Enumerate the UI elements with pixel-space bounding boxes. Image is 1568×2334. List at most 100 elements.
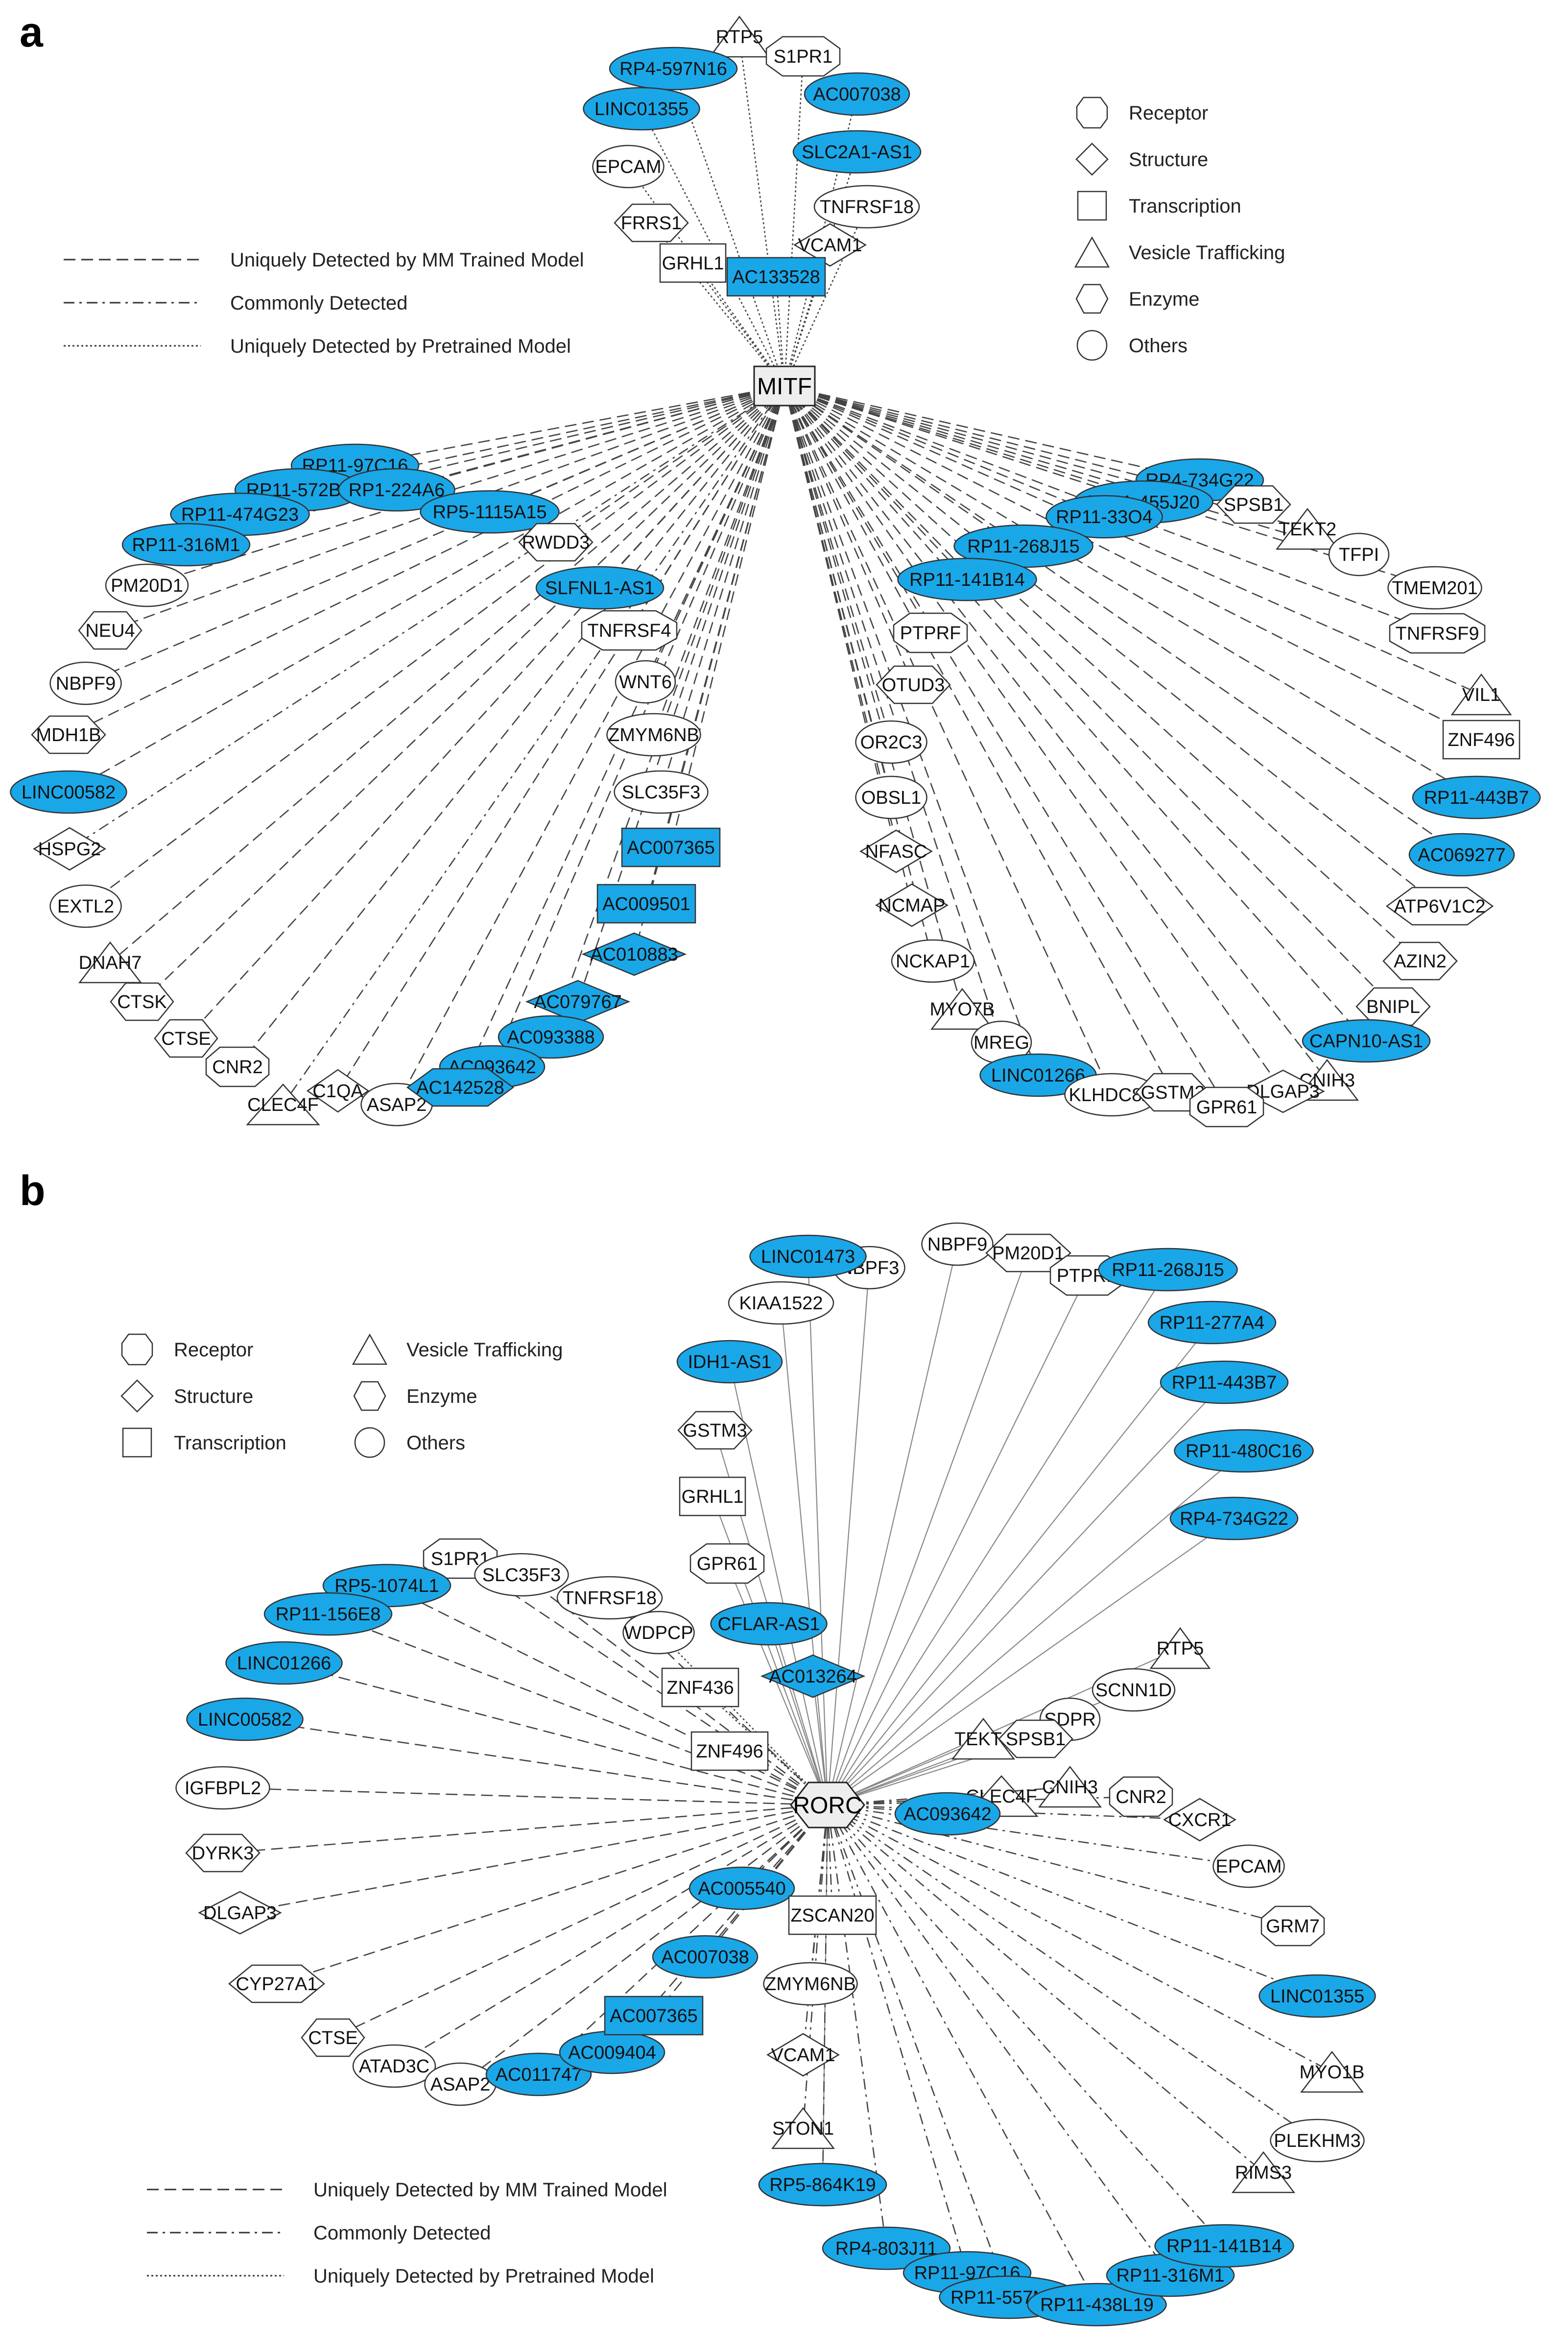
- node-label: RP11-474G23: [181, 505, 299, 525]
- panel-a-node-vcam1: VCAM1: [793, 223, 867, 267]
- node-label: WNT6: [619, 672, 672, 693]
- square-shape: [659, 243, 727, 283]
- panel-b-line-legend: Uniquely Detected by MM Trained ModelCom…: [147, 2179, 667, 2287]
- panel-a-node-gpr61: GPR61: [1189, 1086, 1264, 1128]
- octagon-shape: [581, 610, 678, 651]
- panel-a-edge-rp11-141b14: [784, 385, 968, 580]
- legend-label: Vesicle Trafficking: [1129, 242, 1285, 264]
- panel-a-node-nfasc: NFASC: [859, 829, 933, 873]
- node-label: BNIPL: [1366, 997, 1420, 1017]
- hexagon-shape: [518, 523, 594, 562]
- node-label: AC007038: [813, 84, 901, 105]
- octagon-legend-icon: [121, 1333, 153, 1366]
- node-label: VIL1: [1462, 685, 1500, 705]
- panel-a-node-atp6v1c2: ATP6V1C2: [1385, 887, 1494, 926]
- node-label: LINC00582: [198, 1709, 292, 1730]
- legend-label: Enzyme: [406, 1386, 477, 1407]
- node-label: GPR61: [1196, 1097, 1258, 1118]
- panel-b-node-znf496: ZNF496: [690, 1731, 769, 1771]
- square-shape: [621, 827, 721, 867]
- panel-a-edge-ac010883: [633, 385, 785, 955]
- node-label: FRRS1: [621, 213, 682, 234]
- panel-b-node-rp5-864k19: RP5-864K19: [758, 2163, 887, 2207]
- node-label: RP11-141B14: [1166, 2236, 1282, 2257]
- diamond-legend-icon: [120, 1379, 154, 1413]
- panel-a-node-epcam: EPCAM: [592, 144, 665, 189]
- node-label: TEKT2: [1279, 519, 1336, 540]
- panel-b-legend-transcription: Transcription: [122, 1427, 286, 1458]
- ellipse-shape: [891, 939, 975, 983]
- panel-a-edge-tfpi: [784, 385, 1359, 555]
- panel-b-node-slc35f3: SLC35F3: [474, 1553, 569, 1597]
- legend-label: Vesicle Trafficking: [406, 1339, 563, 1361]
- panel-a-node-rp11-141b14: RP11-141B14: [897, 557, 1037, 602]
- panel-a-node-tekt2: TEKT2: [1275, 507, 1340, 550]
- node-label: WDPCP: [624, 1623, 693, 1643]
- node-label: TFPI: [1339, 545, 1379, 565]
- panel-a-edge-or2c3: [784, 385, 892, 743]
- panel-a-node-ac010883: AC010883: [581, 932, 687, 976]
- panel-a-edge-rp11-268j15: [784, 385, 1024, 547]
- square-shape: [604, 1996, 704, 2036]
- panel-b-legend-structure: Structure: [120, 1379, 253, 1413]
- panel-a-legend-enzyme: Enzyme: [1075, 284, 1200, 314]
- diamond-shape: [766, 2033, 840, 2077]
- hexagon-shape: [406, 1068, 515, 1107]
- panel-a-node-slc2a1-as1: SLC2A1-AS1: [792, 130, 922, 174]
- panel-a-edge-epcam: [627, 166, 785, 386]
- node-label: LINC01266: [237, 1653, 331, 1674]
- square-shape: [1442, 720, 1520, 760]
- node-label: EPCAM: [1215, 1856, 1282, 1877]
- node-label: RP11-277A4: [1160, 1313, 1265, 1333]
- node-label: ATAD3C: [359, 2056, 429, 2077]
- node-label: GRHL1: [682, 1487, 744, 1507]
- panel-b-node-kiaa1522: KIAA1522: [728, 1281, 834, 1325]
- diamond-shape: [33, 827, 106, 871]
- panel-a-edge-clec4f: [282, 385, 785, 1105]
- node-label: RTP5: [1157, 1638, 1204, 1659]
- panel-b-node-ctse: CTSE: [301, 2018, 365, 2057]
- panel-b-node-cyp27a1: CYP27A1: [228, 1964, 325, 2003]
- panel-b-node-ac011747: AC011747: [485, 2052, 592, 2096]
- panel-b-edge-rp11-438l19: [827, 1805, 1098, 2305]
- panel-a-edge-asap2: [396, 385, 785, 1105]
- ellipse-shape: [792, 130, 922, 174]
- panel-b-edge-rp4-734g22: [827, 1518, 1235, 1805]
- node-label: RP5-864K19: [769, 2175, 876, 2195]
- ellipse-shape: [556, 1576, 663, 1620]
- node-label: GPR61: [697, 1554, 758, 1574]
- node-label: AZIN2: [1394, 951, 1447, 972]
- hexagon-legend-icon: [353, 1381, 386, 1411]
- panel-b-node-ac013264: AC013264: [760, 1654, 866, 1698]
- hexagon-shape: [1385, 887, 1494, 926]
- ellipse-shape: [1302, 1019, 1431, 1063]
- ellipse-shape: [175, 1766, 270, 1810]
- panel-a-edge-rp11-97c16: [355, 385, 785, 466]
- panel-b-node-rp11-156e8: RP11-156E8: [263, 1592, 393, 1636]
- diamond-shape: [859, 829, 933, 873]
- legend-label: Transcription: [174, 1432, 286, 1454]
- panel-b-edge-zscan20: [827, 1805, 833, 1916]
- ellipse-shape: [804, 72, 910, 116]
- node-label: CAPN10-AS1: [1309, 1031, 1423, 1052]
- panel-b-node-ac007038: AC007038: [652, 1935, 759, 1979]
- panel-a-node-or2c3: OR2C3: [855, 720, 927, 764]
- panel-b-legend-dashed-line: Uniquely Detected by MM Trained Model: [147, 2179, 667, 2201]
- panel-b-edge-cflar-as1: [768, 1623, 829, 1805]
- legend-label: Commonly Detected: [230, 292, 407, 314]
- node-label: CTSK: [117, 992, 166, 1012]
- panel-a-node-ac007365: AC007365: [621, 827, 721, 867]
- ellipse-shape: [710, 1602, 828, 1646]
- node-label: TNFRSF4: [588, 621, 671, 641]
- node-label: SLC35F3: [482, 1565, 561, 1586]
- panel-b-node-rp11-438l19: RP11-438L19: [1027, 2283, 1167, 2327]
- node-label: ZSCAN20: [790, 1905, 874, 1926]
- panel-a-node-asap2: ASAP2: [360, 1083, 433, 1127]
- panel-a-edge-ctsk: [142, 385, 785, 1002]
- panel-a-node-frrs1: FRRS1: [614, 203, 689, 242]
- panel-a-edge-rp4-734g22: [784, 385, 1200, 481]
- octagon-shape: [1389, 613, 1486, 654]
- panel-a-edge-ac079767: [577, 385, 785, 1002]
- diamond-shape: [198, 1891, 282, 1935]
